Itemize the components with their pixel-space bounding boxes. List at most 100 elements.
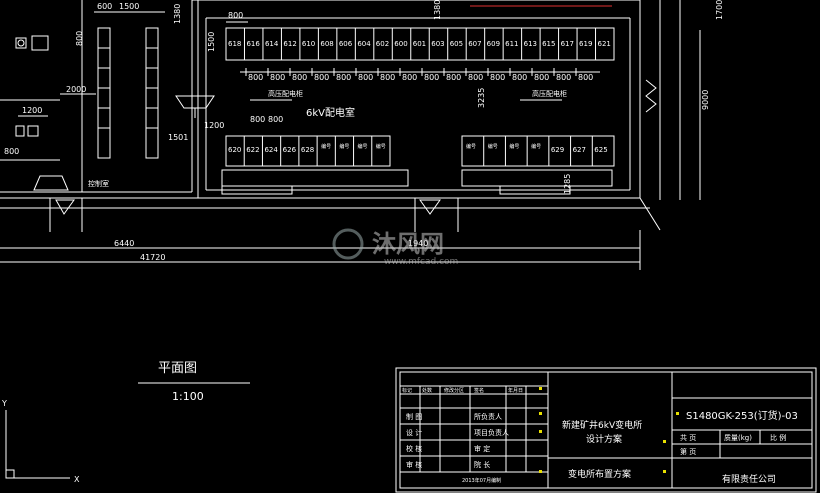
title-block: 标记 处数 修改分区 签名 年月日 制 图 所负责人 设 计 项目负责人 校 核… [395,367,817,493]
bottom-left-cabinet-type: 编号 [321,143,331,150]
top-cabinet-label: 613 [524,40,537,48]
bottom-left-cabinet-label: 624 [264,146,278,154]
top-cabinet-label: 616 [246,40,260,48]
axis-y-label: Y [1,399,7,408]
ucs-axis-icon: Y X [1,399,80,484]
top-cabinet-label: 608 [320,40,333,48]
tb-name-3: 院 长 [474,460,490,469]
dim-800-spacing: 800 [402,73,417,82]
left-area [0,0,650,209]
left-dimensions: 600 1500 1380 800 2000 1200 1200 800 150… [4,2,224,188]
dim-800-spacing: 800 [424,73,439,82]
dim-1500-left: 1500 [207,32,216,52]
dim-3235: 3235 [477,88,486,108]
plan-scale: 1:100 [172,390,204,403]
top-cabinet-label: 603 [431,40,444,48]
dim-1500-top: 1500 [119,2,139,11]
dim-800-spacing: 800 [292,73,307,82]
dim-800-row-a: 800 [250,115,265,124]
tb-project-name-2: 设计方案 [586,433,622,445]
bottom-left-cabinet-type: 编号 [339,143,349,150]
bottom-left-cabinet-label: 620 [228,146,241,154]
top-cabinet-label: 600 [394,40,407,48]
dim-1380-b: 1380 [433,0,442,20]
dim-800-spacing: 800 [314,73,329,82]
small-room-label-left: 高压配电柜 [268,89,303,98]
dim-1380: 1380 [173,4,182,24]
watermark-url: www.mfcad.com [384,257,458,267]
dim-6440: 6440 [114,239,134,248]
tb-company: 有限责任公司 [722,473,776,485]
bottom-right-cabinet-type: 编号 [509,143,519,150]
watermark-brand: 沐风网 [372,230,444,258]
dim-800-spacing: 800 [512,73,527,82]
top-cabinet-label: 610 [302,40,315,48]
dim-800-spacing: 800 [270,73,285,82]
tb-drawing-name: 变电所布置方案 [568,468,631,480]
bottom-right-cabinet-type: 编号 [531,143,541,150]
dim-800-spacing: 800 [578,73,593,82]
bottom-left-cabinet-type: 编号 [358,143,368,150]
plan-title: 平面图 [158,361,197,376]
bottom-left-cabinet-type: 编号 [376,143,386,150]
top-cabinet-label: 602 [376,40,389,48]
dim-1940: 1940 [408,239,428,248]
bottom-dimensions: 6440 1940 41720 [0,230,641,270]
top-cabinet-label: 605 [450,40,463,48]
tb-role-0: 制 图 [406,412,422,421]
dim-9000: 9000 [701,90,710,110]
top-cabinet-label: 615 [542,40,555,48]
dim-1501: 1501 [168,133,188,142]
top-cabinet-label: 607 [468,40,481,48]
top-cabinet-label: 617 [561,40,574,48]
right-dimensions: 1700 9000 [645,0,724,200]
left-room-label: 控制室 [88,179,109,188]
tb-header-2: 修改分区 [444,387,464,394]
tb-header-3: 签名 [474,387,484,394]
tb-header-1: 处数 [422,387,432,394]
dim-1200-a: 1200 [22,106,42,115]
top-cabinet-label: 621 [598,40,611,48]
bottom-right-cabinet-label: 629 [551,146,564,154]
dim-2000: 2000 [66,85,86,94]
dim-800-b: 800 [4,147,19,156]
plan-title-block: 平面图 1:100 [138,361,250,403]
dim-800-spacing: 800 [556,73,571,82]
small-room-label-right: 高压配电柜 [532,89,567,98]
top-cabinet-label: 612 [283,40,296,48]
bottom-left-cabinet-label: 628 [301,146,314,154]
top-cabinet-label: 619 [579,40,592,48]
top-cabinet-label: 609 [487,40,500,48]
main-room [192,0,641,198]
top-cabinet-label: 604 [357,40,371,48]
top-cabinet-label: 611 [505,40,518,48]
bottom-right-cabinet-type: 编号 [488,143,498,150]
dim-800-spacing: 800 [336,73,351,82]
tb-header-0: 标记 [402,387,412,394]
tb-name-1: 项目负责人 [474,428,509,437]
dim-800-spacing: 800 [248,73,263,82]
top-cabinet-label: 614 [265,40,279,48]
dim-600: 600 [97,2,112,11]
bottom-right-cabinet-label: 625 [594,146,607,154]
bottom-right-cabinet-label: 627 [573,146,586,154]
tb-header-4: 年月日 [508,387,523,394]
dim-1700: 1700 [715,0,724,20]
room-label: 6kV配电室 [306,106,355,119]
tb-sheet-total: 共 页 [680,433,696,442]
door-openings [49,197,661,232]
dim-41720: 41720 [140,253,165,262]
dim-800-spacing: 800 [534,73,549,82]
top-cabinet-label: 601 [413,40,426,48]
watermark: 沐风网 www.mfcad.com [332,228,458,267]
dim-800-left: 800 [75,31,84,46]
axis-x-label: X [74,475,80,484]
tb-scale: 比 例 [770,433,786,442]
tb-role-3: 审 核 [406,460,422,469]
tb-role-1: 设 计 [406,428,422,437]
tb-drawing-number: S1480GK-253(订货)-03 [686,409,798,422]
bottom-left-cabinet-label: 622 [246,146,259,154]
